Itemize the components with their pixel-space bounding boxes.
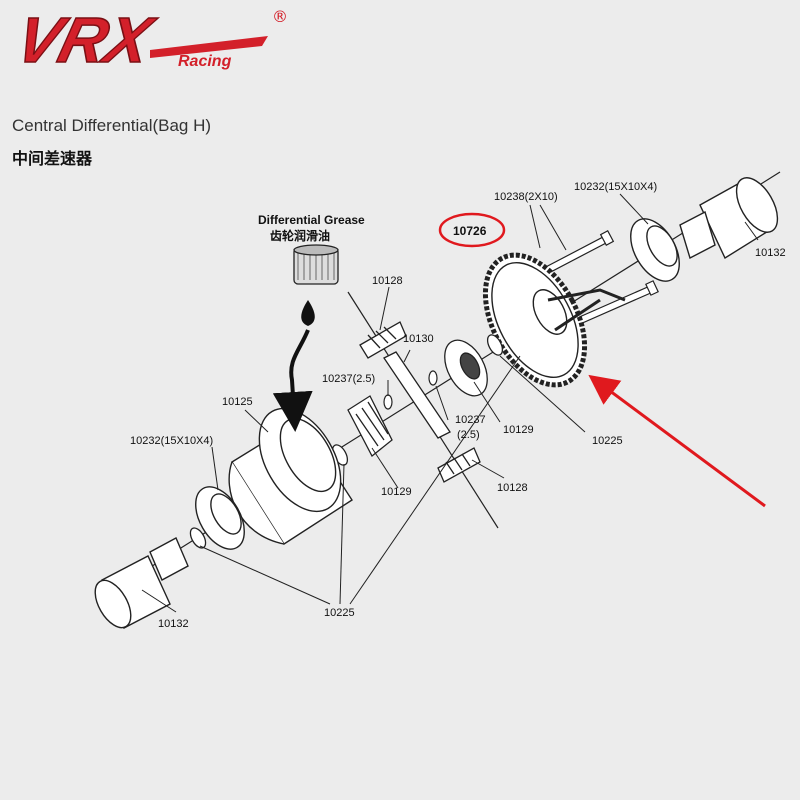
label-spider-gear-top: 10128 [372,275,403,287]
section-title-chinese: 中间差速器 [12,149,93,168]
grease-arrow [272,329,313,432]
vrx-racing-logo: VRX Racing ® [8,3,288,76]
label-shim-bottom: 10225 [324,607,355,619]
spur-gear [482,252,626,388]
label-shim-right: 10225 [592,435,623,447]
label-pin-right: 10237 [455,414,486,426]
cross-pin [383,351,451,439]
pin-right [428,370,438,386]
logo-swoosh [150,36,268,58]
logo-sub-text: Racing [178,53,232,70]
bearing-left [195,486,245,550]
label-cross-pin: 10130 [403,333,434,345]
spider-gear-bottom [437,447,481,483]
leader-lines [141,193,759,613]
label-pin-left: 10237(2.5) [322,373,375,385]
grease-jar-icon [293,244,339,285]
part-number-highlight: 10726 [453,224,487,238]
label-bearing-top: 10232(15X10X4) [574,181,657,193]
label-pin-right-size: (2.5) [457,429,480,441]
outdrive-cup-left [94,537,189,629]
label-case: 10125 [222,396,253,408]
spider-gear-top [359,321,407,359]
highlight-circle [438,212,506,248]
grease-label-chinese: 齿轮润滑油 [270,228,330,243]
label-side-gear-left: 10129 [381,486,412,498]
shim-right [486,334,504,356]
label-outdrive-left: 10132 [158,618,189,630]
red-pointer-arrow [588,374,766,508]
label-outdrive-top: 10132 [755,247,786,259]
logo-text: VRX [9,4,162,76]
registered-mark: ® [272,7,288,26]
bearing-right [630,218,680,282]
label-screws: 10238(2X10) [494,191,558,203]
grease-label: Differential Grease [258,213,365,227]
section-title: Central Differential(Bag H) [12,116,212,135]
differential-case [228,407,353,545]
label-side-gear-right: 10129 [503,424,534,436]
side-gear-right [444,339,488,397]
side-gear-left [347,395,393,458]
label-spider-gear-bottom: 10128 [497,482,528,494]
grease-drop-icon [301,300,315,326]
outdrive-cup-right [679,177,779,260]
pin-left [383,394,393,410]
label-bearing-left: 10232(15X10X4) [130,435,213,447]
